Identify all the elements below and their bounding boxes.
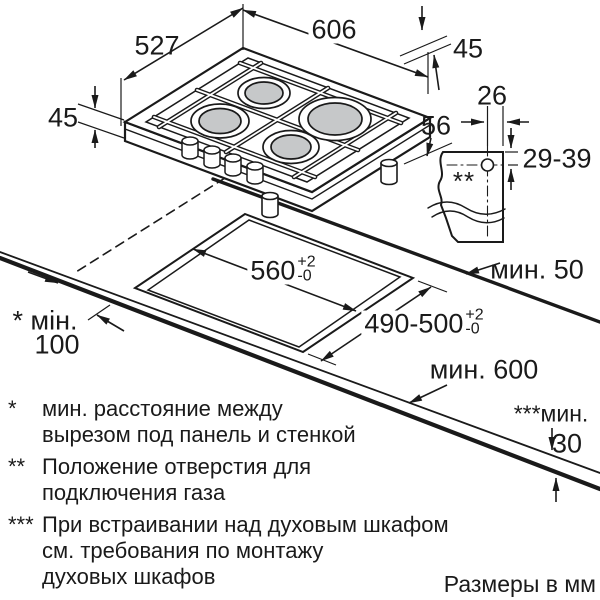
cutout-depth-tol-minus: -0 (465, 320, 480, 338)
footnotes: * мин. расстояние между вырезом под пане… (8, 396, 568, 590)
dim-cutout-depth: 490-500 +2 -0 (361, 306, 487, 339)
footnote-oven-installation: *** При встраивании над духовым шкафом с… (8, 512, 568, 590)
dim-gas-height-range: 29-39 (522, 143, 592, 174)
dim-cutout-width: 560 +2 -0 (247, 253, 319, 286)
burners (190, 76, 372, 165)
control-knobs (181, 136, 264, 185)
dim-hob-width: 606 (308, 16, 360, 44)
units-note: Размеры в мм (443, 571, 596, 597)
clearance-below-label: ***мин. (513, 400, 589, 427)
hob-foot (261, 158, 398, 219)
footnote-gas-connection: ** Положение отверстия для подключения г… (8, 454, 568, 506)
dim-hob-depth: 527 (134, 30, 180, 61)
gas-connection-detail (427, 145, 507, 243)
dim-gas-offset: 26 (476, 80, 508, 111)
footnote-line: подключения газа (42, 480, 226, 505)
clearance-side-label: * мін. (12, 305, 78, 336)
footnote-marker: ** (8, 454, 26, 479)
cutout-width-tol-plus: +2 (297, 253, 316, 271)
dim-hob-height-right: 45 (452, 33, 484, 64)
footnote-line: При встраивании над духовым шкафом (42, 512, 449, 537)
clearance-rear: мин. 50 (490, 254, 584, 285)
cutout-width-tol-minus: -0 (297, 267, 312, 285)
dimension-lines (27, 4, 560, 502)
footnote-line: духовых шкафов (42, 564, 216, 589)
hob-drawing (122, 46, 433, 219)
clearance-side-value: 100 (34, 329, 80, 360)
footnote-line: вырезом под панель и стенкой (42, 422, 356, 447)
dim-hob-depth-below: 56 (420, 110, 452, 141)
cutout-width-value: 560 (250, 255, 296, 286)
gas-hole-marker: ** (452, 166, 476, 196)
cutout-depth-tol-plus: +2 (465, 306, 484, 324)
footnote-line: Положение отверстия для (42, 454, 312, 479)
footnote-marker: * (8, 396, 17, 421)
cutout-depth-value: 490-500 (364, 308, 464, 339)
footnote-marker: *** (8, 512, 34, 537)
footnote-line: см. требования по монтажу (42, 538, 324, 563)
clearance-below-value: 30 (551, 428, 583, 459)
clearance-front: мин. 600 (429, 354, 539, 385)
footnote-line: мин. расстояние между (42, 396, 283, 421)
dim-hob-height-left: 45 (47, 102, 79, 133)
footnote-side-clearance: * мин. расстояние между вырезом под пане… (8, 396, 568, 448)
gas-hole (480, 158, 495, 172)
